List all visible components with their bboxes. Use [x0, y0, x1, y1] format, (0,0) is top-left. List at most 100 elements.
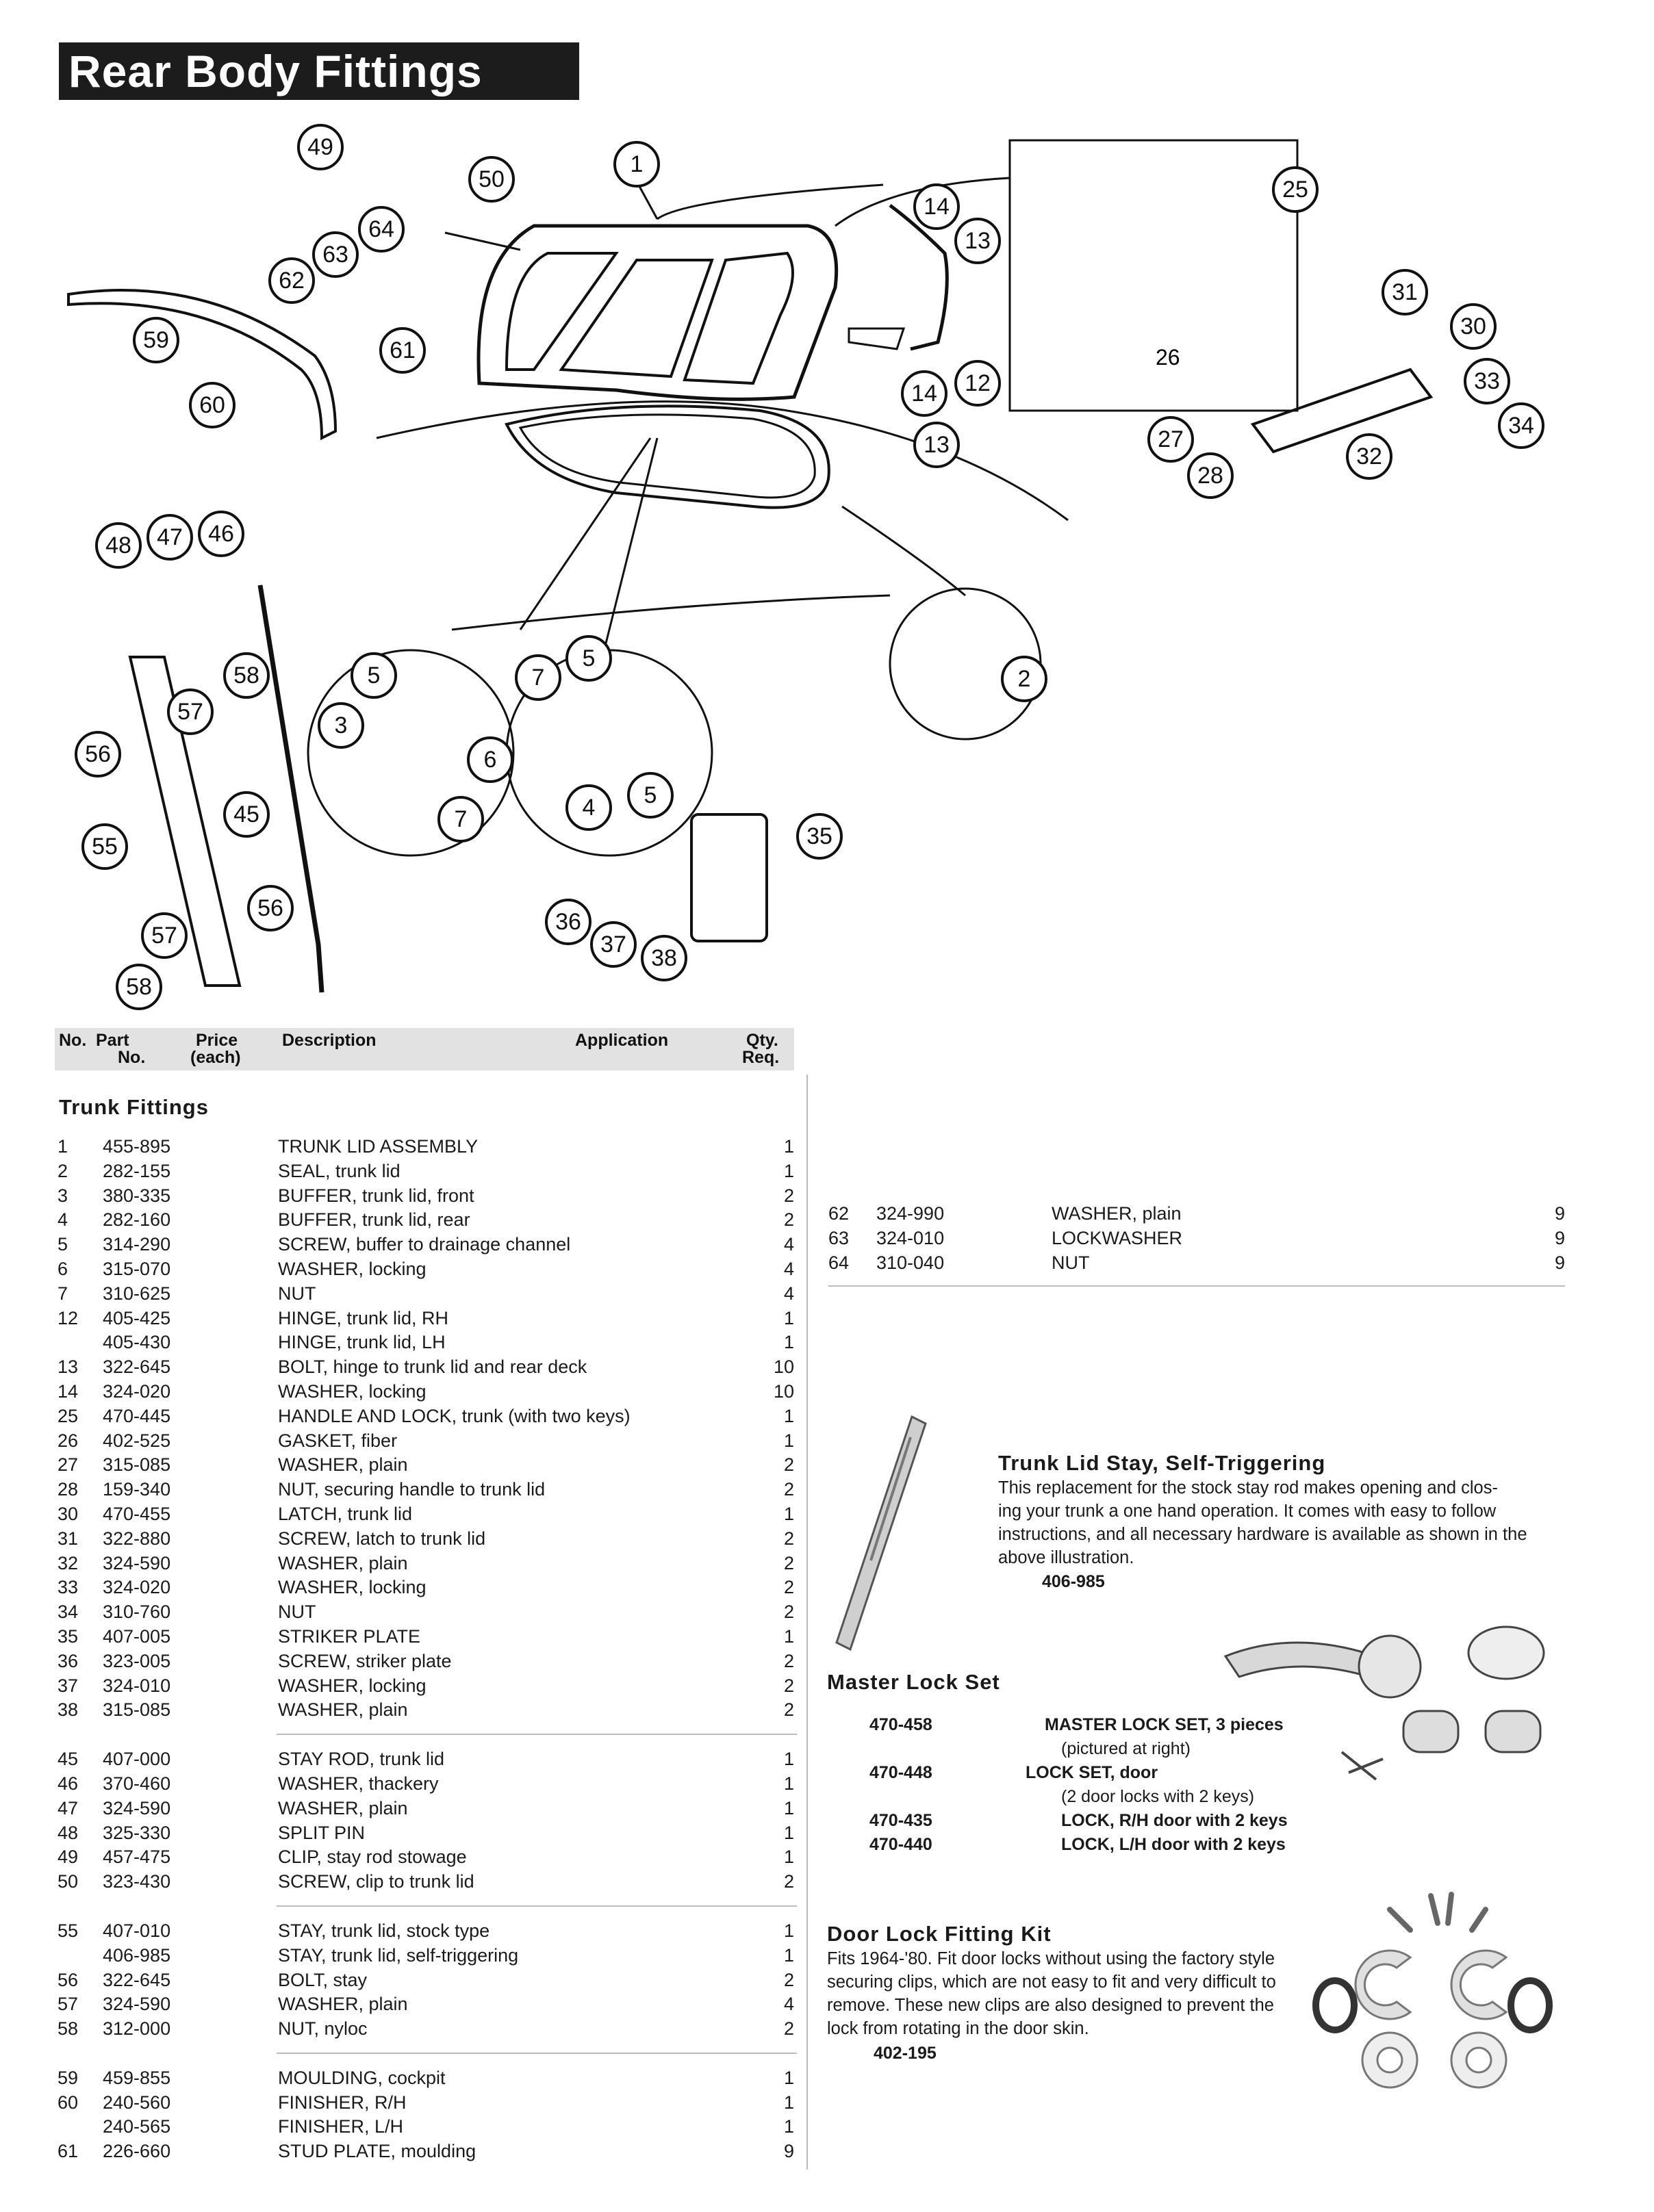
part-number: 159-340 — [103, 1479, 171, 1500]
callout: 38 — [641, 935, 687, 981]
quantity-required: 2 — [783, 1577, 794, 1598]
part-description: HINGE, trunk lid, RH — [278, 1307, 449, 1328]
callout: 5 — [627, 772, 674, 819]
part-description: HANDLE AND LOCK, trunk (with two keys) — [278, 1405, 631, 1426]
callout: 27 — [1147, 416, 1194, 463]
callout: 34 — [1498, 402, 1544, 449]
callout: 7 — [437, 796, 484, 843]
svg-text:32: 32 — [1356, 443, 1382, 470]
part-number: 240-560 — [103, 2092, 171, 2113]
part-number: 315-070 — [103, 1258, 171, 1279]
svg-text:13: 13 — [965, 228, 991, 254]
part-ref-number: 3 — [58, 1185, 68, 1206]
header-req: Req. — [742, 1048, 780, 1067]
door-kit-line-3: remove. These new clips are also designe… — [827, 1996, 1274, 2015]
callout: 1 — [613, 141, 660, 188]
part-ref-number: 60 — [58, 2092, 79, 2113]
quantity-required: 2 — [783, 1479, 794, 1500]
svg-text:33: 33 — [1474, 368, 1500, 394]
svg-text:27: 27 — [1158, 426, 1184, 452]
quantity-required: 1 — [783, 1749, 794, 1770]
door-kit-photo — [1312, 1892, 1553, 2089]
part-number: 315-085 — [103, 1454, 171, 1476]
part-description: LATCH, trunk lid — [278, 1503, 413, 1524]
quantity-required: 2 — [783, 1552, 794, 1573]
part-description: BOLT, stay — [278, 1969, 368, 1990]
header-price: Price — [196, 1031, 238, 1050]
part-ref-number: 46 — [58, 1773, 79, 1794]
lh-lock-desc: LOCK, L/H door with 2 keys — [1061, 1835, 1286, 1854]
callout: 28 — [1187, 452, 1234, 499]
door-kit-part-number: 402-195 — [874, 2044, 937, 2063]
part-ref-number: 37 — [58, 1675, 79, 1696]
quantity-required: 1 — [783, 1625, 794, 1647]
svg-text:46: 46 — [208, 521, 234, 547]
quantity-required: 1 — [783, 1136, 794, 1157]
quantity-required: 2 — [783, 1209, 794, 1231]
part-number: 324-590 — [103, 1552, 171, 1573]
part-ref-number: 25 — [58, 1405, 79, 1426]
quantity-required: 2 — [783, 1699, 794, 1721]
svg-text:49: 49 — [307, 134, 333, 160]
callout: 12 — [954, 360, 1001, 407]
part-number: 322-645 — [103, 1969, 171, 1990]
part-ref-number: 34 — [58, 1602, 79, 1623]
part-ref-number: 6 — [58, 1258, 68, 1279]
part-description: HINGE, trunk lid, LH — [278, 1332, 446, 1353]
callout: 45 — [223, 791, 270, 838]
part-ref-number: 55 — [58, 1920, 79, 1941]
callout: 3 — [318, 702, 364, 749]
part-ref-number: 7 — [58, 1283, 68, 1304]
part-ref-number: 30 — [58, 1503, 79, 1524]
quantity-required: 1 — [783, 1405, 794, 1426]
master-lock-pn: 470-458 — [869, 1715, 932, 1734]
callout: 5 — [565, 635, 612, 682]
part-description: STAY, trunk lid, stock type — [278, 1920, 490, 1941]
part-ref-number: 64 — [828, 1252, 850, 1273]
callout: 57 — [167, 689, 214, 735]
callout: 2 — [1001, 656, 1047, 702]
stay-part-number: 406-985 — [1042, 1572, 1105, 1591]
part-description: NUT — [1052, 1252, 1090, 1273]
part-ref-number: 28 — [58, 1479, 79, 1500]
part-ref-number: 58 — [58, 2018, 79, 2040]
lh-lock-pn: 470-440 — [869, 1835, 932, 1854]
quantity-required: 10 — [774, 1356, 795, 1378]
part-ref-number: 57 — [58, 1994, 79, 2015]
header-price-each: (each) — [190, 1048, 241, 1067]
part-ref-number: 27 — [58, 1454, 79, 1476]
svg-text:28: 28 — [1197, 463, 1223, 489]
part-ref-number: 14 — [58, 1380, 79, 1402]
door-lock-set-desc: LOCK SET, door — [1026, 1763, 1158, 1782]
quantity-required: 10 — [774, 1380, 795, 1402]
part-number: 405-425 — [103, 1307, 171, 1328]
part-ref-number: 13 — [58, 1356, 79, 1378]
callout: 30 — [1450, 303, 1497, 350]
part-description: STUD PLATE, moulding — [278, 2141, 476, 2162]
callout: 7 — [515, 654, 561, 701]
rh-lock-pn: 470-435 — [869, 1811, 932, 1830]
part-ref-number: 2 — [58, 1160, 68, 1181]
quantity-required: 2 — [783, 1528, 794, 1549]
part-description: SPLIT PIN — [278, 1822, 366, 1843]
part-ref-number: 38 — [58, 1699, 79, 1721]
svg-text:12: 12 — [965, 370, 991, 396]
master-lock-photo — [1223, 1625, 1545, 1781]
door-kit-line-2: securing clips, which are not easy to fi… — [827, 1972, 1276, 1992]
header-part-no: No. — [118, 1048, 146, 1067]
